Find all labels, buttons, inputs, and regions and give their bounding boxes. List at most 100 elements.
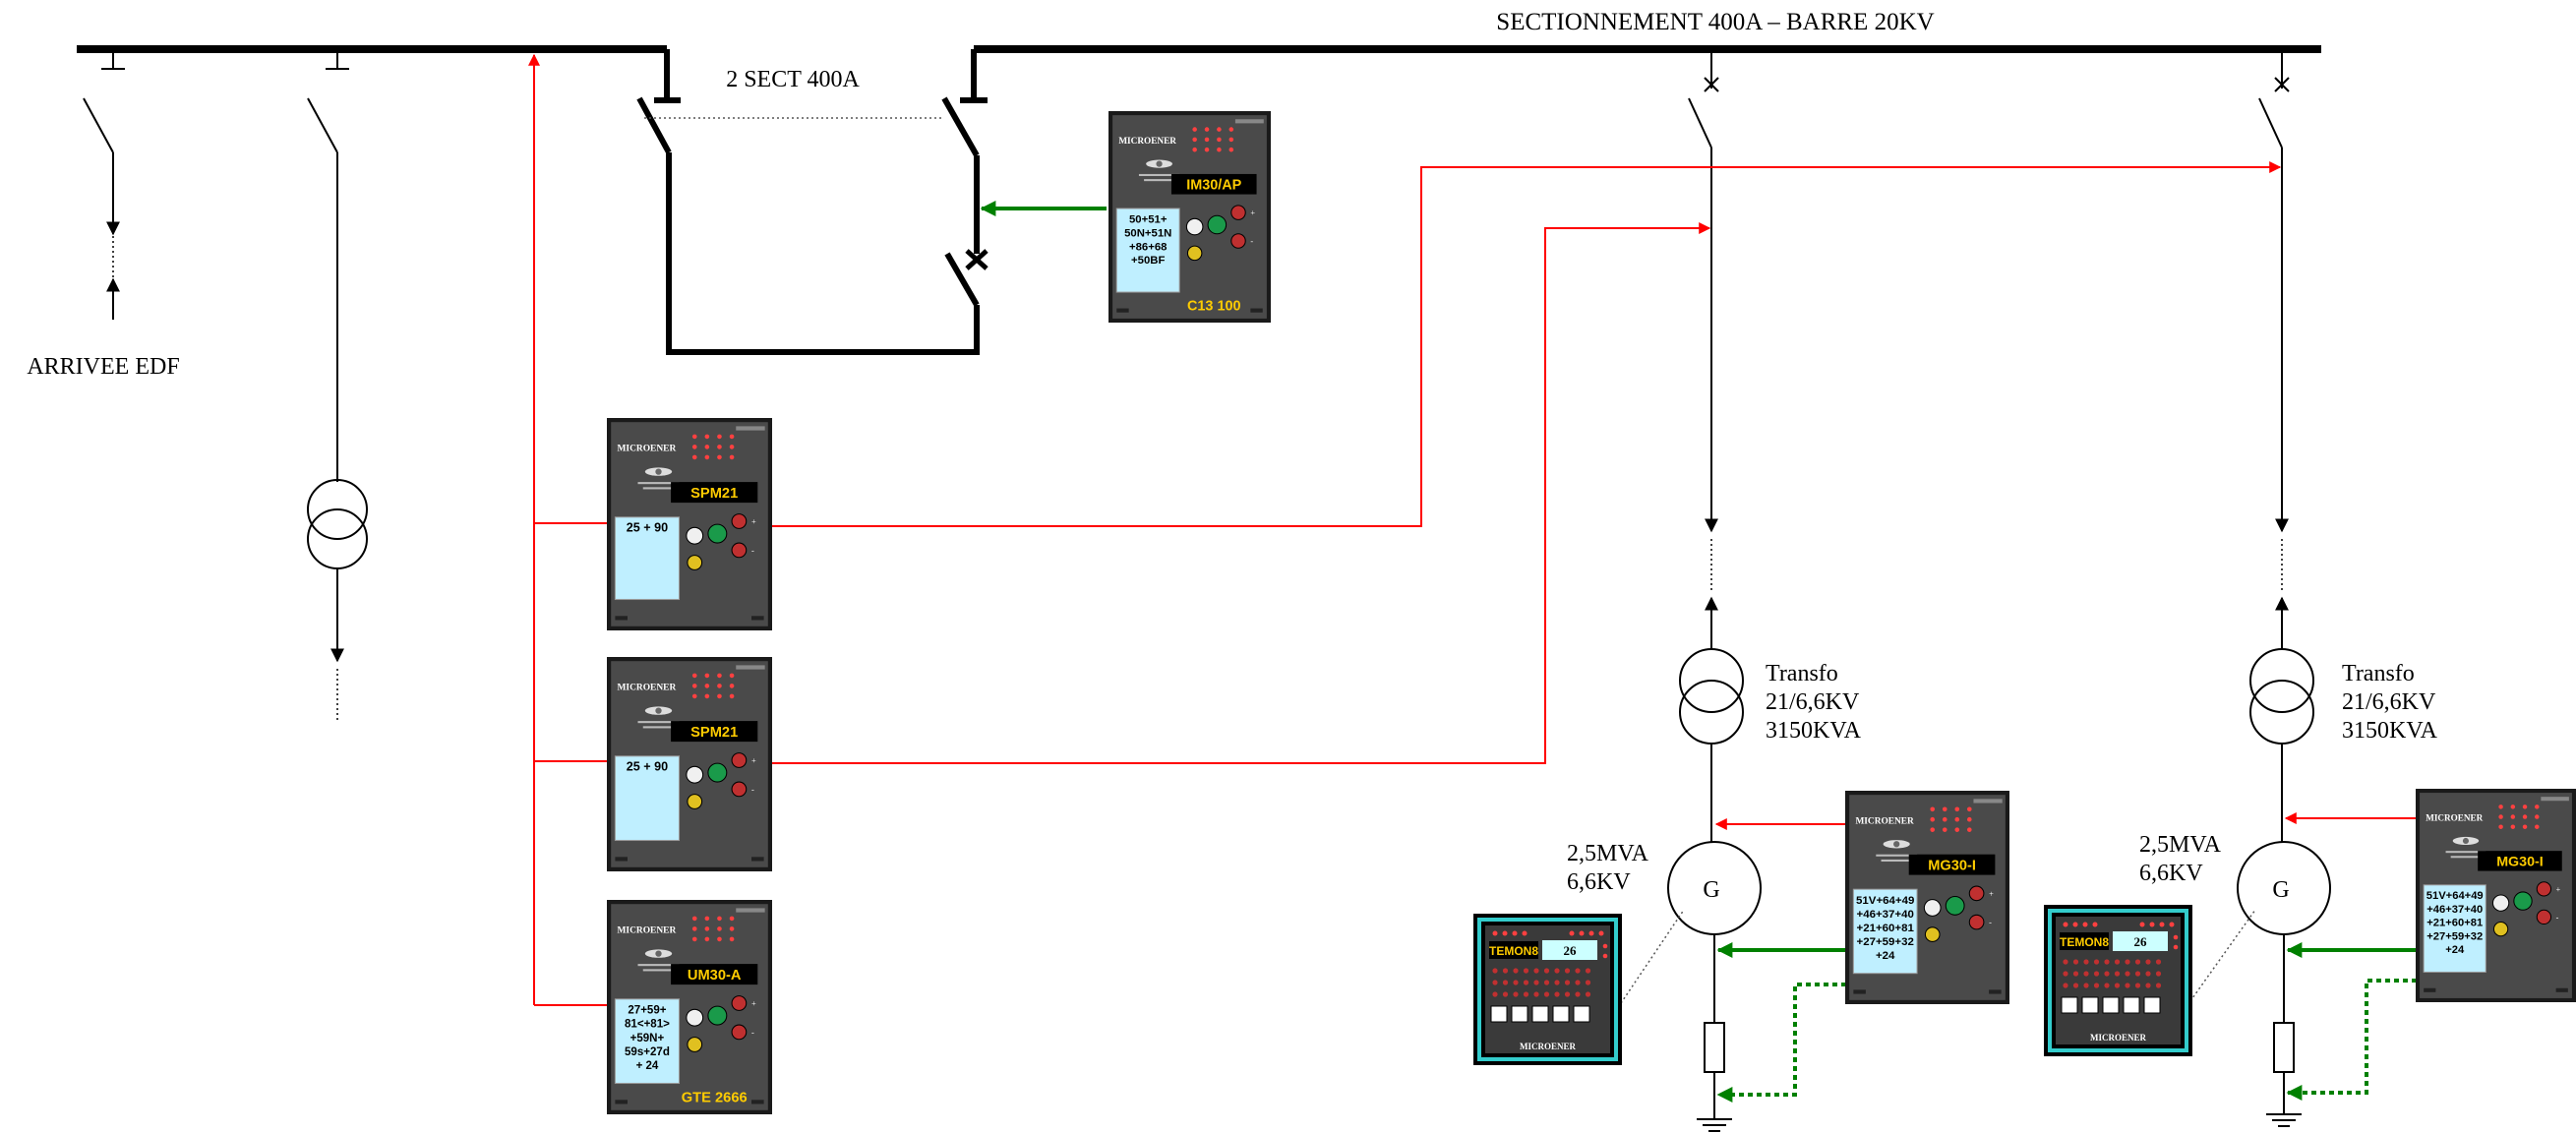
relay-brand: MICROENER [618,684,677,693]
relay-buttons: +- [1923,885,1994,942]
svg-text:6,6KV: 6,6KV [2139,861,2203,886]
relay-buttons: +- [686,513,756,570]
relay-buttons: +- [2491,881,2561,937]
svg-text:Transfo: Transfo [2342,661,2415,686]
svg-text:+: + [751,517,756,526]
svg-text:21/6,6KV: 21/6,6KV [1766,689,1860,715]
temon-value: 26 [2134,934,2148,949]
trip-wiring [528,53,2417,1006]
generator-symbol-2: G [2272,877,2289,903]
led-indicators [691,434,735,460]
relay-brand: MICROENER [1118,137,1176,147]
svg-text:2,5MVA: 2,5MVA [1567,841,1649,866]
svg-text:6,6KV: 6,6KV [1567,869,1631,895]
microener-logo-icon [1138,159,1180,182]
svg-text:+: + [751,756,756,765]
relay-function-line: 27+59+ [628,1005,666,1017]
svg-text:-: - [751,547,754,556]
svg-text:Transfo: Transfo [1766,661,1838,686]
relay-buttons: +- [686,752,756,809]
relay-function-line: +21+60+81 [1857,923,1915,934]
relay-function-line: +46+37+40 [1857,909,1914,921]
relay-function-line: 81<+81> [625,1019,670,1031]
relay-function-display [614,755,681,842]
svg-text:-: - [1250,237,1253,246]
relay-buttons: +- [686,995,756,1052]
svg-text:3150KVA: 3150KVA [2342,718,2438,744]
sect-label: 2 SECT 400A [726,67,860,92]
microener-logo-icon [637,706,680,729]
relay-mg30_a: MICROENER MG30-I 51V+64+49 +46+37+40 +21+60+… [1845,791,2009,1004]
relay-model: SPM21 [690,725,738,741]
relay-brand: MICROENER [618,926,677,936]
svg-text:-: - [751,786,754,795]
gen-feeder-1 [1667,49,1762,1132]
relay-mg30_b: MICROENERMG30-I51V+64+49+46+37+40+21+60+… [2416,789,2576,1002]
temon-value: 26 [1564,943,1578,958]
svg-text:+: + [2556,885,2561,894]
svg-text:-: - [751,1029,754,1038]
aux-transformer-feeder [307,49,368,723]
relay-function-line: +50BF [1131,255,1165,267]
microener-logo-icon [2445,836,2486,859]
relay-function-line: +59N+ [630,1033,665,1044]
gen-rating-1: 2,5MVA 6,6KV [1567,841,1649,895]
svg-text:2,5MVA: 2,5MVA [2139,832,2222,858]
measurement-wiring [980,201,2417,1103]
relay-brand: MICROENER [2426,813,2483,823]
svg-text:-: - [2556,913,2559,922]
relay-im30: MICROENERIM30/AP50+51+50N+51N+86+68+50BF… [1108,111,1271,323]
relay-brand: MICROENER [1855,816,1914,826]
relay-function-display [1852,888,1918,975]
temon-brand: MICROENER [2090,1033,2147,1043]
arrivee-label: ARRIVEE EDF [27,354,179,380]
relay-function-line: 25 + 90 [627,760,668,774]
svg-text:+: + [1250,209,1255,217]
relay-model: MG30-I [1928,858,1976,873]
arrivee-feeder [83,49,125,320]
relay-brand: MICROENER [618,445,677,454]
svg-text:3150KVA: 3150KVA [1766,718,1862,744]
relay-function-line: +27+59+32 [2426,930,2483,942]
relay-function-line: 59s+27d [625,1046,670,1058]
relay-buttons: +- [1185,205,1255,262]
led-indicators [691,916,735,942]
generator-symbol-1: G [1703,877,1719,903]
svg-text:-: - [1989,919,1992,927]
microener-logo-icon [637,467,680,490]
transfo-label-2: Transfo 21/6,6KV 3150KVA [2342,661,2438,744]
temon-model: TEMON8 [2060,935,2109,949]
relay-function-line: +86+68 [1129,241,1167,253]
relay-function-line: 51V+64+49 [1856,895,1914,907]
relay-footer: C13 100 [1187,299,1241,315]
temon-brand: MICROENER [1520,1042,1577,1051]
temon-model: TEMON8 [1489,944,1538,958]
transfo-label-1: Transfo 21/6,6KV 3150KVA [1766,661,1862,744]
sectionalizer [636,96,988,355]
relay-function-line: 50N+51N [1124,227,1171,239]
microener-logo-icon [1876,840,1918,863]
led-indicators [691,673,735,699]
relay-function-display [1115,208,1180,293]
temon-leader-2 [2187,909,2256,1006]
led-indicators [1930,806,1972,832]
temon-leader-1 [1620,909,1685,1004]
relay-model: SPM21 [690,486,738,502]
svg-text:+: + [1989,890,1994,899]
relay-function-line: + 24 [636,1060,659,1072]
relay-function-line: +27+59+32 [1857,936,1914,948]
relay-um30: MICROENER UM30-A 27+59+ 81<+81> +59N+ 59s+27d… [607,900,772,1114]
relay-function-line: +24 [1876,950,1895,962]
svg-text:21/6,6KV: 21/6,6KV [2342,689,2436,715]
gen-feeder-2 [2237,49,2331,1127]
busbar-left [77,45,681,103]
relay-model: UM30-A [688,968,742,984]
relay-function-line: 51V+64+49 [2426,890,2484,902]
svg-text:+: + [751,999,756,1008]
relay-function-display [614,516,681,601]
